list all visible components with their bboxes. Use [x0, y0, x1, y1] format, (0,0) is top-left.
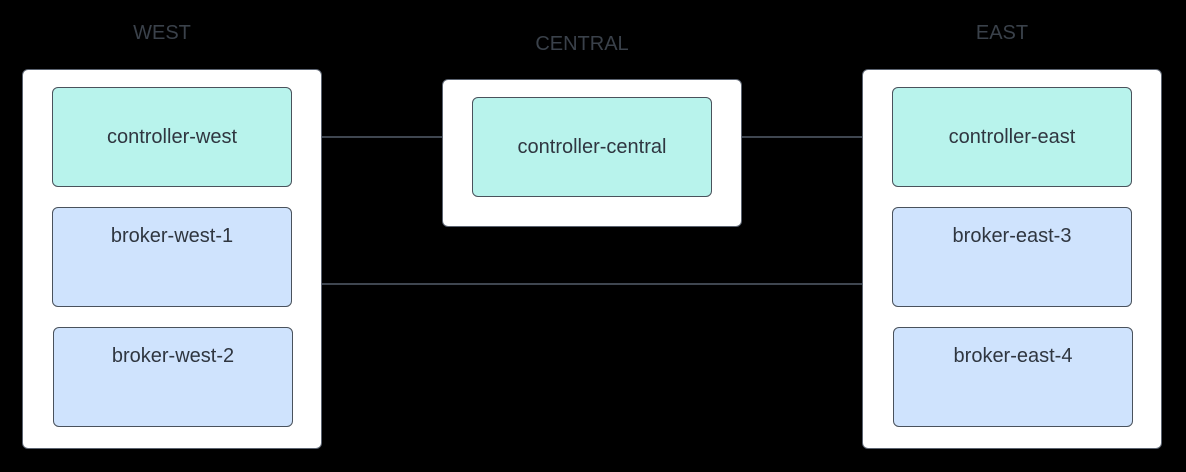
- node-broker-east-4[interactable]: broker-east-4: [893, 327, 1133, 427]
- region-label-east: EAST: [975, 22, 1029, 44]
- node-controller-east[interactable]: controller-east: [892, 87, 1132, 187]
- connection-west-east: [322, 283, 862, 285]
- region-label-central: CENTRAL: [535, 33, 629, 55]
- node-label: controller-west: [106, 125, 238, 148]
- node-label: controller-east: [948, 125, 1076, 148]
- region-label-west: WEST: [133, 22, 191, 44]
- node-controller-west[interactable]: controller-west: [52, 87, 292, 187]
- node-broker-east-3[interactable]: broker-east-3: [892, 207, 1132, 307]
- node-controller-central[interactable]: controller-central: [472, 97, 712, 197]
- node-broker-west-2[interactable]: broker-west-2: [53, 327, 293, 427]
- node-label: broker-west-1: [110, 225, 234, 247]
- node-label: broker-east-4: [953, 345, 1073, 367]
- connection-west-central: [322, 136, 442, 138]
- connection-central-east: [742, 136, 862, 138]
- node-label: controller-central: [517, 135, 667, 158]
- node-label: broker-west-2: [111, 345, 235, 367]
- node-label: broker-east-3: [952, 225, 1072, 247]
- node-broker-west-1[interactable]: broker-west-1: [52, 207, 292, 307]
